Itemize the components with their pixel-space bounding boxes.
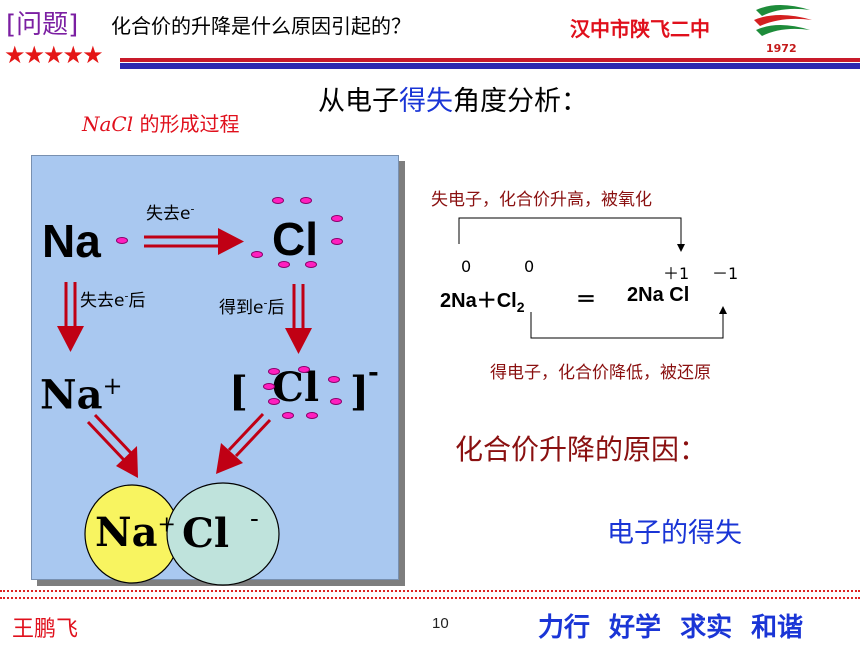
na-atom: Na	[42, 215, 101, 267]
cl-ion-charge: -	[368, 358, 379, 388]
cl-down-arrow	[285, 284, 312, 354]
cl-ion-bracket-open: [	[229, 368, 248, 415]
cl-ion-electron	[282, 412, 294, 419]
cl-ion-electron	[298, 366, 310, 373]
cl-ion-electron	[268, 368, 280, 375]
school-name: 汉中市陕飞二中	[570, 17, 710, 41]
subtitle-part1: 从电子	[318, 86, 399, 117]
ox-state-product-cl: －1	[712, 264, 739, 283]
subtitle-highlight: 得失	[399, 86, 453, 117]
logo-year: 1972	[766, 42, 797, 55]
cl-atom: Cl	[272, 213, 318, 265]
cl-ion-bracket-close: ]	[350, 368, 369, 415]
cl-electron	[278, 261, 290, 268]
na-down-arrow	[57, 282, 84, 352]
cl-ion-electron	[328, 376, 340, 383]
cl-ion-electron	[263, 383, 275, 390]
cl-electron	[251, 251, 263, 258]
cl-ion-electron	[330, 398, 342, 405]
circle-cl-charge: -	[250, 504, 259, 534]
na-ion-arrow	[86, 413, 138, 478]
na-ion: Na+	[40, 371, 123, 419]
author-name: 王鹏飞	[12, 617, 79, 642]
page-number: 10	[432, 615, 449, 632]
footer-rule-bottom	[0, 597, 860, 599]
header-rule-blue	[120, 63, 860, 69]
cl-electron	[272, 197, 284, 204]
cl-ion-electron	[268, 398, 280, 405]
school-logo	[754, 5, 812, 36]
after-lose-label: 失去e-后	[80, 289, 146, 311]
ox-state-na: 0	[461, 257, 472, 276]
cl-electron	[305, 261, 317, 268]
formation-formula: NaCl	[82, 112, 134, 136]
lose-electron-label: 失去e-	[146, 202, 195, 224]
after-gain-label: 得到e-后	[219, 296, 285, 318]
school-motto: 力行 好学 求实 和谐	[538, 613, 804, 643]
circle-cl-label: Cl	[182, 510, 230, 557]
reason-label: 化合价升降的原因：	[455, 433, 708, 466]
header-rule-red	[120, 58, 860, 62]
oxidation-note: 失电子，化合价升高，被氧化	[431, 190, 652, 210]
circle-na-label: Na+	[95, 509, 176, 556]
question-text: 化合价的升降是什么原因引起的？	[111, 14, 411, 38]
cl-ion-arrow	[216, 412, 272, 474]
cl-electron	[300, 197, 312, 204]
cl-electron	[331, 215, 343, 222]
equation-product: 2Na Cl	[627, 284, 690, 306]
cl-electron	[331, 238, 343, 245]
question-tag: [问题]	[6, 10, 79, 40]
equation-reactants: 2Na＋Cl2	[440, 290, 525, 315]
formation-title: NaCl 的形成过程	[82, 108, 239, 137]
reason-answer: 电子的得失	[607, 518, 742, 549]
lose-electron-arrow	[144, 228, 244, 255]
cl-ion-circle	[166, 482, 280, 586]
rating-stars: ★★★★★	[4, 41, 104, 69]
reduction-note: 得电子，化合价降低，被还原	[490, 363, 711, 383]
ox-state-product-na: ＋1	[663, 264, 690, 283]
na-valence-electron	[116, 237, 128, 244]
footer-rule-top	[0, 590, 860, 592]
formation-title-text: 的形成过程	[133, 112, 240, 136]
cl-ion-electron	[306, 412, 318, 419]
equation-equals: ＝	[576, 289, 596, 311]
subtitle-part2: 角度分析：	[453, 86, 588, 117]
ox-state-cl: 0	[524, 257, 535, 276]
slide-subtitle: 从电子得失角度分析：	[318, 79, 588, 118]
